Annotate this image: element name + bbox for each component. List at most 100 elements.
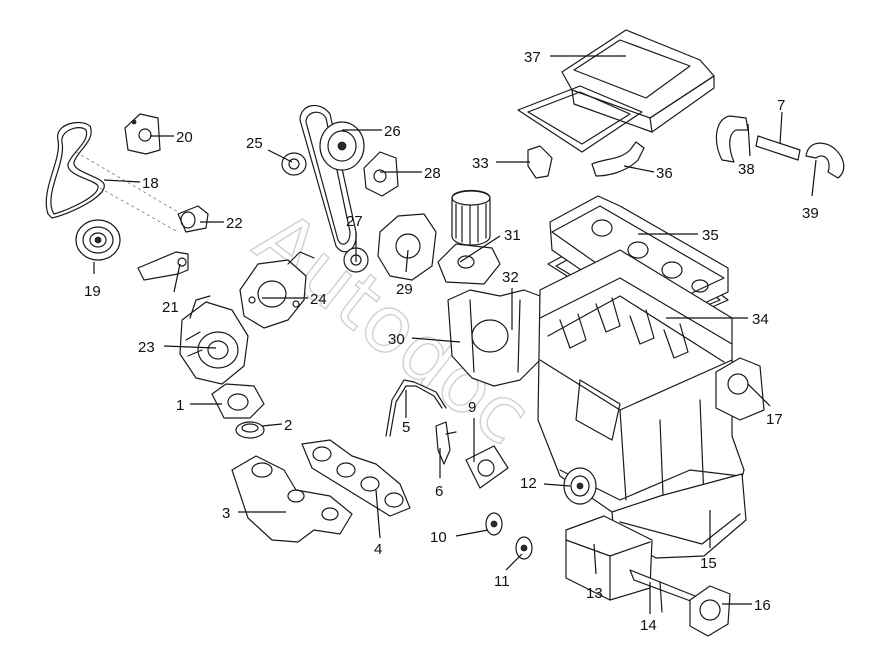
callout-11[interactable]: 11 [494,553,523,590]
svg-text:28: 28 [424,165,441,182]
callout-32[interactable]: 32 [502,269,519,330]
thermostat [235,421,265,439]
svg-text:23: 23 [138,339,155,356]
svg-text:25: 25 [246,135,263,152]
oil-pump [377,213,437,281]
callout-29[interactable]: 29 [396,249,413,298]
svg-text:10: 10 [430,529,447,546]
svg-text:35: 35 [702,227,719,244]
belt-tensioner [363,151,399,197]
svg-text:17: 17 [766,411,783,428]
callout-13[interactable]: 13 [586,543,603,602]
svg-text:7: 7 [777,97,785,114]
svg-text:2: 2 [284,417,292,434]
svg-text:26: 26 [384,123,401,140]
svg-text:27: 27 [346,213,363,230]
mounting-arm [137,251,189,281]
callout-33[interactable]: 33 [472,155,530,172]
engine-mount [715,357,765,421]
svg-text:33: 33 [472,155,489,172]
callout-6[interactable]: 6 [435,448,443,500]
end-cap [689,585,731,637]
callout-18[interactable]: 18 [103,175,159,192]
small-sprocket [485,512,503,536]
callout-17[interactable]: 17 [747,383,783,428]
manifold-gasket [301,439,411,517]
callout-35[interactable]: 35 [638,227,719,244]
svg-text:6: 6 [435,483,443,500]
heater-hoses [715,115,845,179]
svg-text:18: 18 [142,175,159,192]
callout-4[interactable]: 4 [374,489,382,558]
callout-37[interactable]: 37 [524,49,626,66]
callout-15[interactable]: 15 [700,510,717,572]
callout-30[interactable]: 30 [388,331,461,348]
callout-21[interactable]: 21 [162,263,181,316]
flange-plate [465,445,509,489]
svg-text:14: 14 [640,617,657,634]
callout-26[interactable]: 26 [342,123,401,140]
svg-text:37: 37 [524,49,541,66]
svg-text:15: 15 [700,555,717,572]
callout-28[interactable]: 28 [380,165,441,182]
callout-24[interactable]: 24 [262,291,327,308]
callout-20[interactable]: 20 [150,129,193,146]
alternator [179,295,249,385]
svg-text:3: 3 [222,505,230,522]
svg-text:16: 16 [754,597,771,614]
engine-control-unit [517,29,715,153]
water-pump [239,251,315,329]
svg-text:9: 9 [468,399,476,416]
oil-feed-line [385,379,447,437]
sensor-bracket [527,145,553,179]
callout-1[interactable]: 1 [176,397,222,414]
svg-text:30: 30 [388,331,405,348]
svg-text:11: 11 [494,573,510,590]
callout-19[interactable]: 19 [84,262,101,300]
callout-36[interactable]: 36 [623,165,673,182]
callout-14[interactable]: 14 [640,582,657,634]
svg-text:13: 13 [586,585,603,602]
callout-10[interactable]: 10 [430,529,489,546]
front-cover [447,289,541,387]
callout-34[interactable]: 34 [666,311,769,328]
tensioner-bracket [124,113,161,155]
svg-text:21: 21 [162,299,179,316]
callout-12[interactable]: 12 [520,475,571,492]
callout-39[interactable]: 39 [802,159,819,222]
serpentine-belt [45,121,105,219]
callout-9[interactable]: 9 [468,399,476,462]
svg-text:36: 36 [656,165,673,182]
callout-5[interactable]: 5 [402,390,410,436]
callout-27[interactable]: 27 [346,213,363,262]
svg-text:31: 31 [504,227,521,244]
thermostat-housing [211,383,265,419]
svg-text:32: 32 [502,269,519,286]
callout-16[interactable]: 16 [722,597,771,614]
camshaft-sprocket [319,121,365,171]
callout-31[interactable]: 31 [459,227,521,263]
svg-text:5: 5 [402,419,410,436]
coolant-hose-short [591,141,645,177]
callout-25[interactable]: 25 [246,135,293,163]
callout-38[interactable]: 38 [738,123,755,178]
svg-text:20: 20 [176,129,193,146]
idler-roller [281,152,307,176]
callout-layer: 1 2 3 4 5 6 7 9 [84,49,819,634]
callout-2[interactable]: 2 [261,417,292,434]
callout-22[interactable]: 22 [200,215,243,232]
small-gear [515,536,533,560]
svg-text:38: 38 [738,161,755,178]
svg-text:19: 19 [84,283,101,300]
svg-text:4: 4 [374,541,382,558]
callout-7[interactable]: 7 [777,97,785,145]
svg-text:22: 22 [226,215,243,232]
svg-text:34: 34 [752,311,769,328]
callout-23[interactable]: 23 [138,339,217,356]
callout-3[interactable]: 3 [222,505,286,522]
svg-text:29: 29 [396,281,413,298]
svg-text:12: 12 [520,475,537,492]
idler-pulley [75,219,121,261]
